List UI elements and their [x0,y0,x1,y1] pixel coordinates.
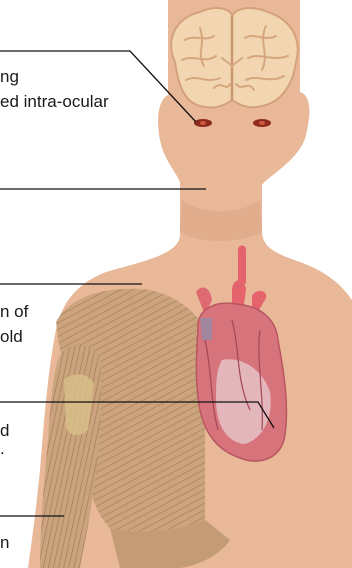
label-brain-line2: ed intra-ocular [0,91,109,112]
label-heart-line1: n of [0,301,28,322]
brain [171,8,298,108]
label-mid-line2: . [0,438,5,459]
label-arm-line1: n [0,532,9,553]
label-heart-line2: old [0,326,23,347]
label-brain-line1: ng [0,66,19,87]
